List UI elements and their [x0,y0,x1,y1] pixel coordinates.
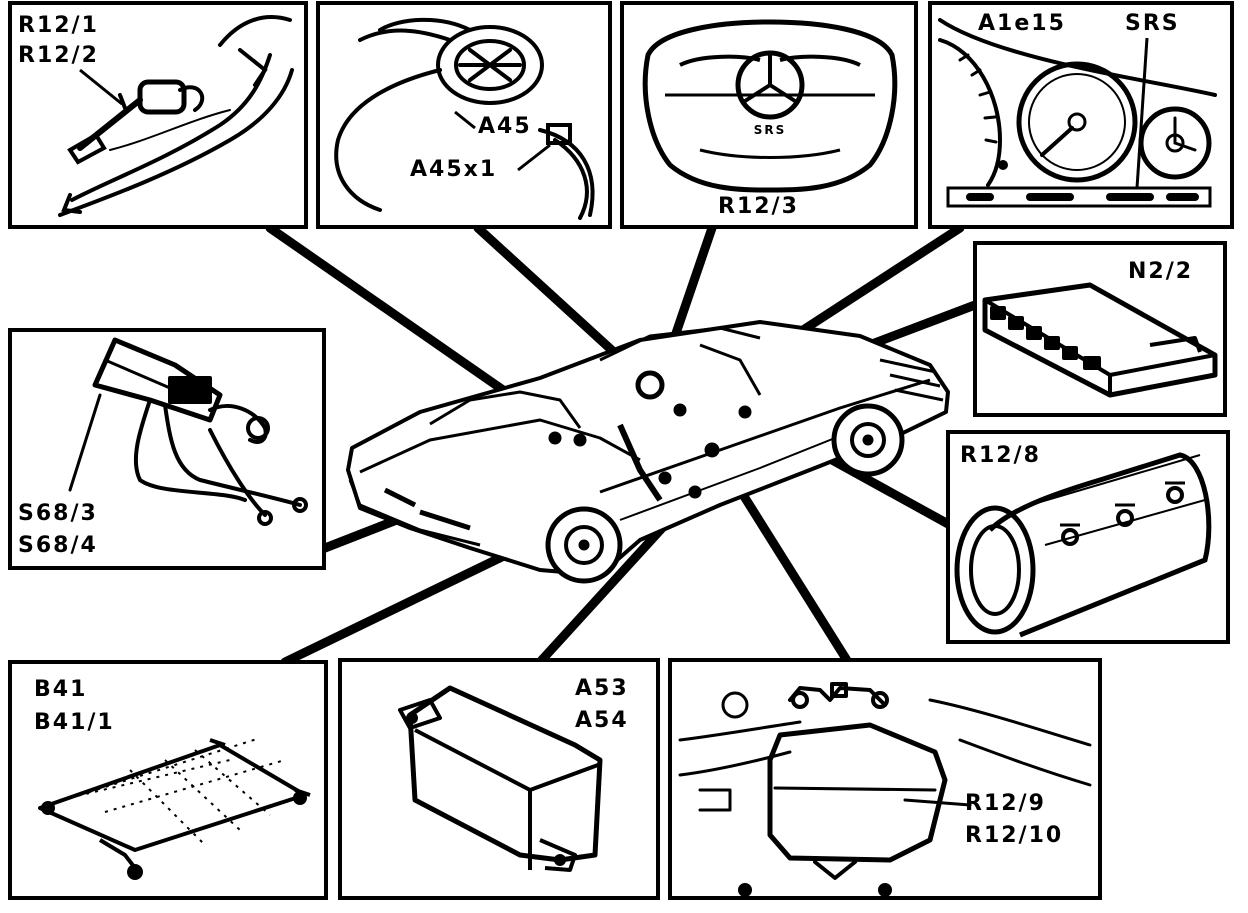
panel-clockspring: A45 A45x1 [316,1,612,229]
label-pointer-cluster [1135,37,1149,189]
label-seat-sensor-1: B41 [34,677,87,702]
panel-driver-airbag: SRS R12/3 [620,1,918,229]
panel-side-airbag: R12/9 R12/10 [668,658,1102,900]
label-side-airbag-1: R12/9 [965,791,1046,816]
panel-seat-sensor: B41 B41/1 [8,660,328,900]
label-cluster-srs: SRS [1125,11,1180,36]
label-side-airbag-2: R12/10 [965,823,1063,848]
label-pointer-clockspring-connector [517,143,551,172]
label-seatbelt-2: R12/2 [18,43,99,68]
label-buckle-switch-2: S68/4 [18,533,98,558]
label-control-unit: N2/2 [1128,259,1193,284]
panel-buckle-switch: S68/3 S68/4 [8,328,326,570]
car-illustration [346,320,950,584]
label-pointer-seatbelt [79,68,123,106]
label-clockspring: A45 [478,114,532,139]
panel-seatbelt-tensioner: R12/1 R12/2 [8,1,308,229]
label-seat-sensor-2: B41/1 [34,710,115,735]
label-buckle-switch-1: S68/3 [18,501,98,526]
panel-module: A53 A54 [338,658,660,900]
label-seatbelt-1: R12/1 [18,13,99,38]
panel-control-unit: N2/2 [973,241,1227,417]
label-passenger-airbag: R12/8 [960,443,1041,468]
label-pointer-clockspring [454,110,476,130]
panel-passenger-airbag: R12/8 [946,430,1230,644]
label-module-1: A53 [575,676,629,701]
label-steering-hub: SRS [754,123,787,137]
label-module-2: A54 [575,708,629,733]
label-driver-airbag: R12/3 [718,194,799,219]
label-clockspring-connector: A45x1 [410,157,497,182]
label-cluster-code: A1e15 [978,11,1066,36]
panel-instrument-cluster: A1e15 SRS [928,1,1234,229]
